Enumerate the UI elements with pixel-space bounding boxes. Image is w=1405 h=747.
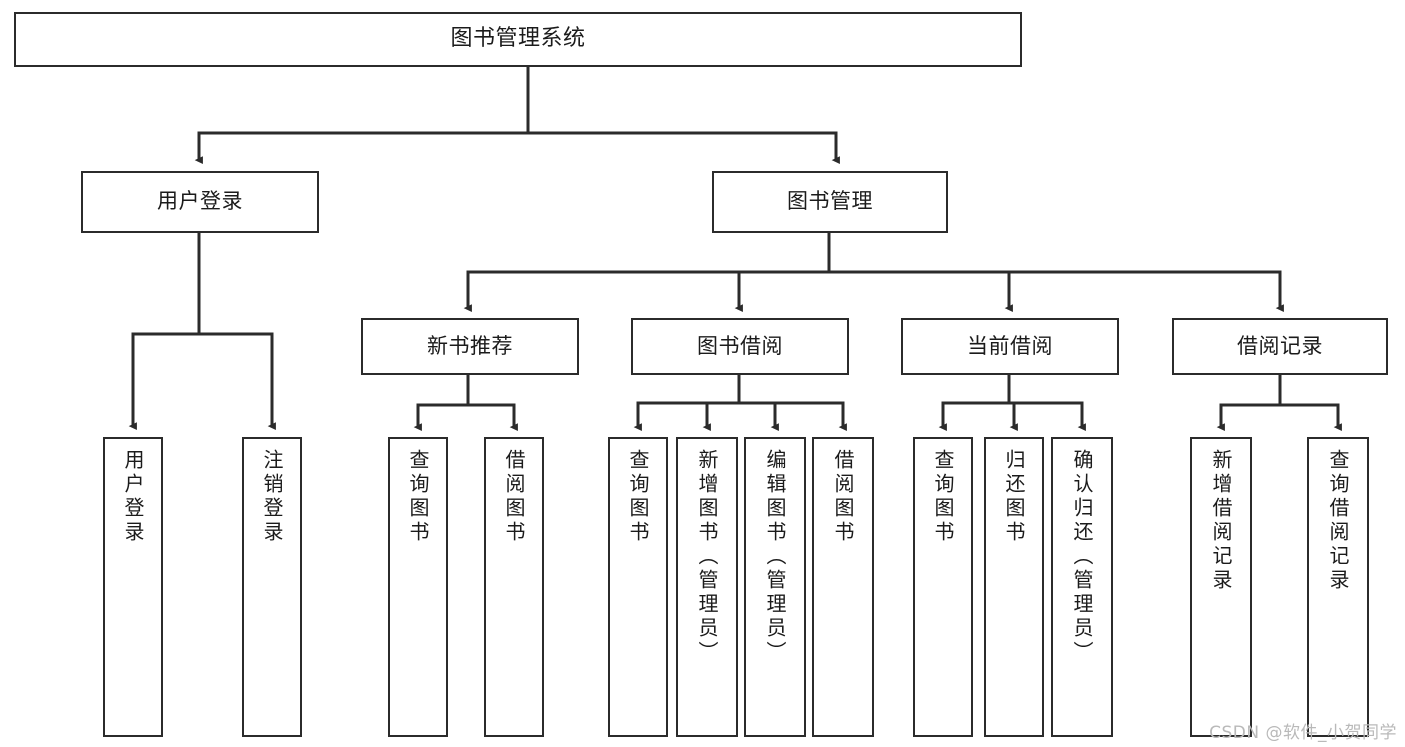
node-leaf-add-book[interactable]: 新增图书（管理员） [676,437,738,737]
node-leaf-add-record[interactable]: 新增借阅记录 [1190,437,1252,737]
node-leaf-confirm-return[interactable]: 确认归还（管理员） [1051,437,1113,737]
node-leaf-borrow-book-2-label: 借阅图书 [831,449,855,545]
node-leaf-user-login-label: 用户登录 [121,449,145,545]
node-current-borrow[interactable]: 当前借阅 [901,318,1119,375]
node-leaf-edit-book[interactable]: 编辑图书（管理员） [744,437,806,737]
node-leaf-query-book-2-label: 查询图书 [626,449,650,545]
node-leaf-query-book-1-label: 查询图书 [406,449,430,545]
node-leaf-confirm-return-label: 确认归还（管理员） [1070,449,1094,665]
node-leaf-borrow-book-2[interactable]: 借阅图书 [812,437,874,737]
node-new-book-recommend[interactable]: 新书推荐 [361,318,579,375]
node-borrow-record[interactable]: 借阅记录 [1172,318,1388,375]
node-leaf-query-record[interactable]: 查询借阅记录 [1307,437,1369,737]
node-leaf-return-book[interactable]: 归还图书 [984,437,1044,737]
node-root-label: 图书管理系统 [450,26,586,52]
node-root[interactable]: 图书管理系统 [14,12,1022,67]
node-borrow-record-label: 借阅记录 [1237,333,1323,358]
node-leaf-add-book-label: 新增图书（管理员） [695,449,719,665]
node-leaf-query-record-label: 查询借阅记录 [1326,449,1350,593]
node-new-book-recommend-label: 新书推荐 [427,333,513,358]
node-leaf-edit-book-label: 编辑图书（管理员） [763,449,787,665]
node-leaf-borrow-book-1[interactable]: 借阅图书 [484,437,544,737]
node-book-manage[interactable]: 图书管理 [712,171,948,233]
node-leaf-query-book-3-label: 查询图书 [931,449,955,545]
node-current-borrow-label: 当前借阅 [967,333,1053,358]
node-leaf-query-book-2[interactable]: 查询图书 [608,437,668,737]
node-leaf-borrow-book-1-label: 借阅图书 [502,449,526,545]
node-leaf-logout-label: 注销登录 [260,449,284,545]
node-user-login-label: 用户登录 [157,189,243,214]
node-leaf-return-book-label: 归还图书 [1002,449,1026,545]
node-leaf-user-login[interactable]: 用户登录 [103,437,163,737]
node-book-borrow-label: 图书借阅 [697,333,783,358]
node-leaf-add-record-label: 新增借阅记录 [1209,449,1233,593]
watermark-text: CSDN @软件_小贺同学 [1209,723,1397,743]
node-user-login[interactable]: 用户登录 [81,171,319,233]
node-book-borrow[interactable]: 图书借阅 [631,318,849,375]
node-leaf-query-book-3[interactable]: 查询图书 [913,437,973,737]
node-leaf-logout[interactable]: 注销登录 [242,437,302,737]
node-book-manage-label: 图书管理 [787,189,873,214]
node-leaf-query-book-1[interactable]: 查询图书 [388,437,448,737]
